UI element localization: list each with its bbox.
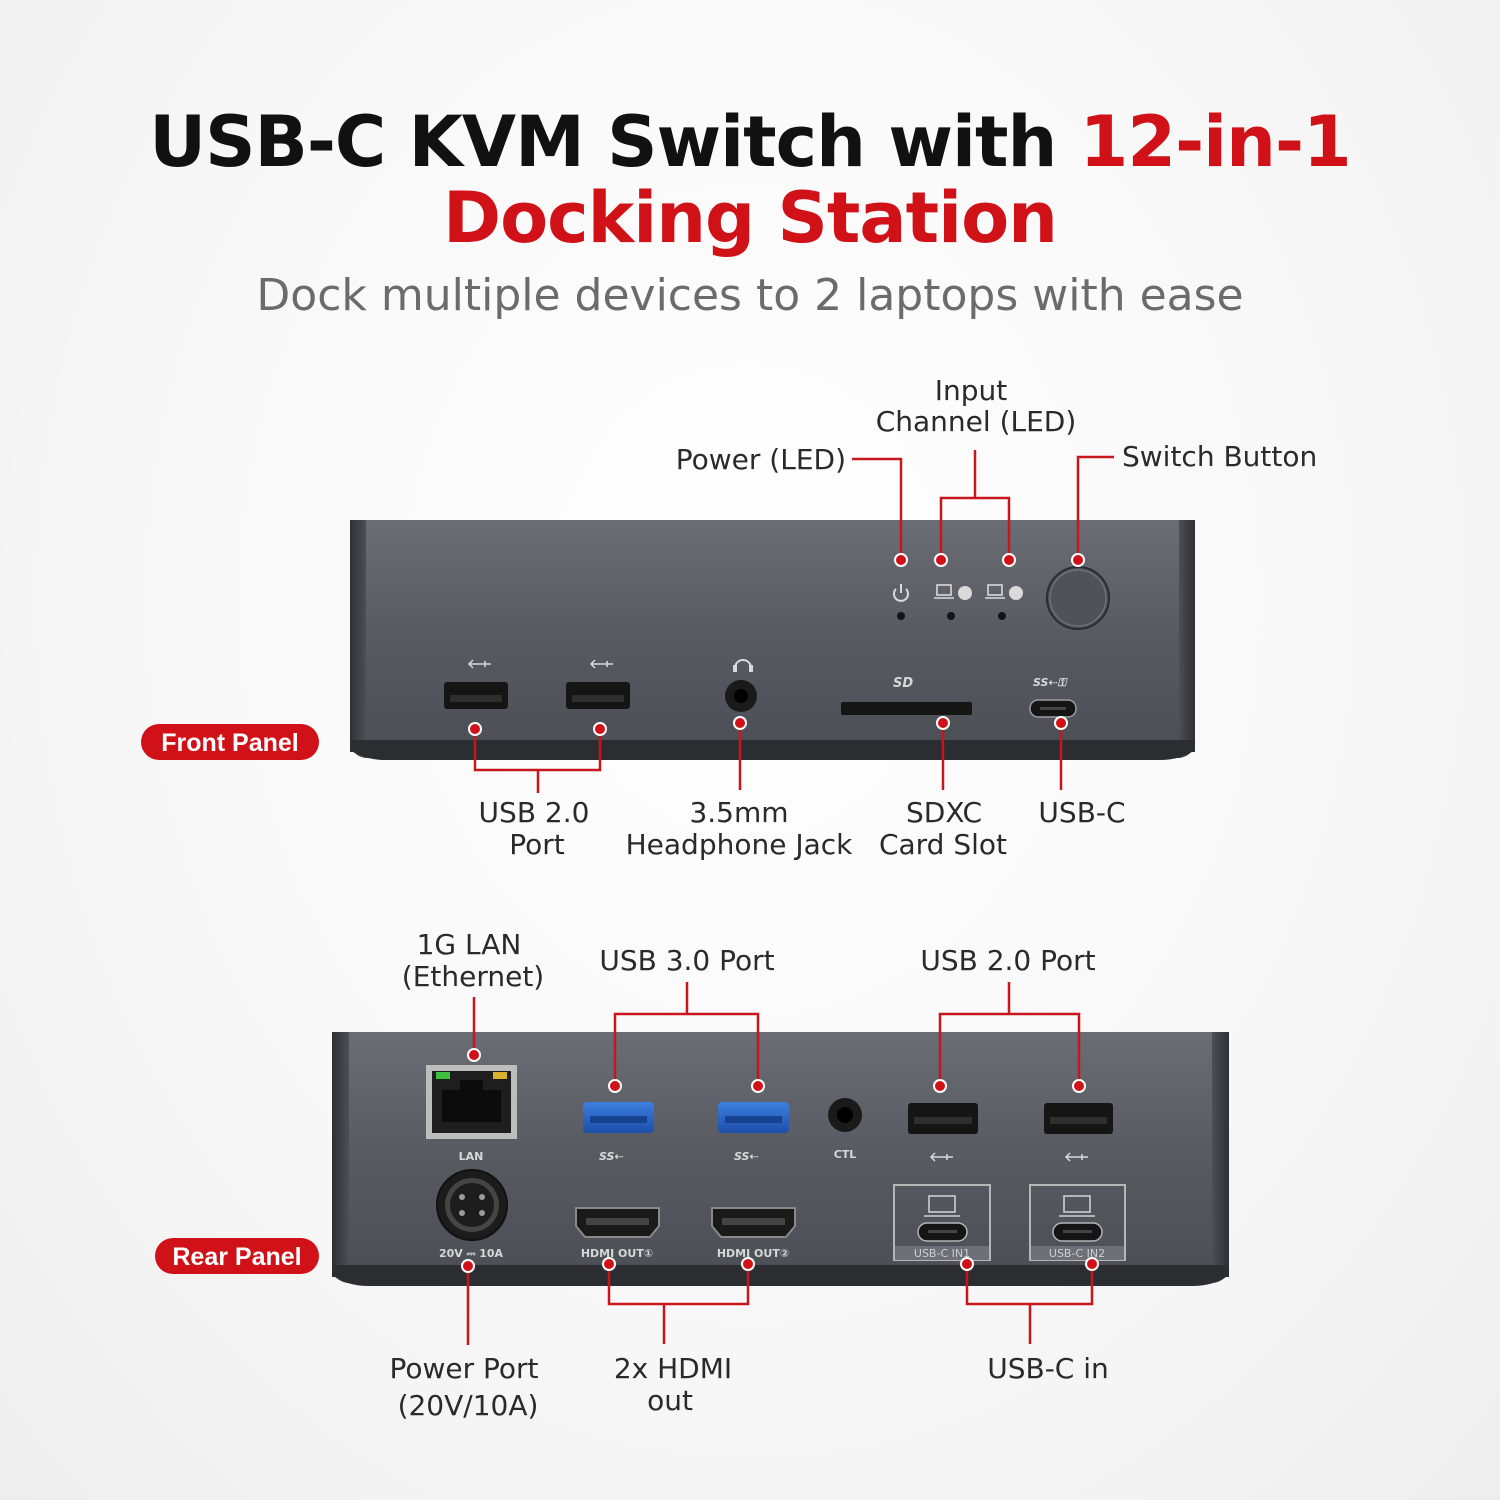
power-led-icon: [893, 584, 909, 620]
rear-leader-lines: [461, 982, 1099, 1345]
ctl-jack[interactable]: CTL: [828, 1098, 862, 1161]
usb3-port-1[interactable]: SS⇠: [583, 1102, 654, 1163]
front-panel-badge-label: Front Panel: [161, 729, 299, 757]
label-usb20-rear: USB 2.0 Port: [920, 944, 1095, 977]
label-lan-1: 1G LAN: [417, 928, 522, 961]
rear-panel-badge-label: Rear Panel: [172, 1243, 301, 1271]
label-switch-button: Switch Button: [1122, 440, 1317, 473]
headphone-jack[interactable]: [725, 659, 757, 712]
channel-1-led-icon: [934, 584, 972, 620]
svg-text:SS⇠: SS⇠: [599, 1150, 624, 1163]
power-printed-label: 20V ⎓ 10A: [439, 1247, 504, 1260]
lan-port[interactable]: LAN: [426, 1065, 517, 1163]
label-usb30: USB 3.0 Port: [599, 944, 774, 977]
label-usbc-front: USB-C: [1038, 796, 1125, 829]
power-port[interactable]: 20V ⎓ 10A: [436, 1169, 508, 1260]
label-usb20-front-1: USB 2.0: [479, 796, 590, 829]
usbc-in1-printed-label: USB-C IN1: [914, 1247, 970, 1260]
label-input-channel-2: Channel (LED): [876, 405, 1077, 438]
switch-button[interactable]: [1046, 566, 1110, 630]
label-sdxc-2: Card Slot: [879, 828, 1007, 861]
page-title: USB-C KVM Switch with 12-in-1 Docking St…: [0, 104, 1500, 256]
sd-card-slot[interactable]: SD: [841, 676, 972, 715]
title-line-2: Docking Station: [442, 177, 1058, 259]
usbc-port-front[interactable]: SS⇠⚿: [1029, 676, 1077, 718]
usbc-in2-printed-label: USB-C IN2: [1049, 1247, 1105, 1260]
channel-2-led-icon: [985, 584, 1023, 620]
svg-text:SD: SD: [893, 676, 913, 691]
label-lan-2: (Ethernet): [402, 960, 544, 993]
rear-panel-badge: Rear Panel: [155, 1238, 319, 1274]
title-red: 12-in-1: [1079, 101, 1352, 183]
front-leader-lines: [468, 450, 1114, 793]
front-panel-device: [350, 520, 1195, 760]
usb2-port-front-1[interactable]: [444, 659, 508, 709]
usb2-port-front-2[interactable]: [566, 659, 630, 709]
label-power-1: Power Port: [389, 1352, 538, 1385]
title-black: USB-C KVM Switch with: [149, 101, 1057, 183]
title-line-1: USB-C KVM Switch with 12-in-1: [0, 104, 1500, 180]
svg-text:SS⇠⚿: SS⇠⚿: [1033, 676, 1069, 689]
hdmi-port-1[interactable]: HDMI OUT①: [575, 1207, 660, 1260]
label-usbc-in: USB-C in: [987, 1352, 1109, 1385]
svg-text:SS⇠: SS⇠: [734, 1150, 759, 1163]
hdmi2-printed-label: HDMI OUT②: [717, 1247, 789, 1260]
label-headphone-1: 3.5mm: [689, 796, 788, 829]
hdmi1-printed-label: HDMI OUT①: [581, 1247, 653, 1260]
front-panel-badge: Front Panel: [141, 724, 319, 760]
hdmi-port-2[interactable]: HDMI OUT②: [711, 1207, 796, 1260]
usbc-in-port-1[interactable]: USB-C IN1: [893, 1184, 991, 1261]
usb3-port-2[interactable]: SS⇠: [718, 1102, 789, 1163]
usbc-in-port-2[interactable]: USB-C IN2: [1029, 1184, 1126, 1261]
ctl-printed-label: CTL: [834, 1148, 857, 1161]
label-hdmi-1: 2x HDMI: [614, 1352, 732, 1385]
label-headphone-2: Headphone Jack: [626, 828, 854, 861]
label-hdmi-2: out: [647, 1384, 693, 1417]
rear-panel-device: [332, 1032, 1229, 1286]
label-input-channel-1: Input: [935, 374, 1008, 407]
label-power-led: Power (LED): [676, 443, 846, 476]
label-power-2: (20V/10A): [398, 1389, 539, 1422]
lan-printed-label: LAN: [459, 1150, 484, 1163]
usb2-port-rear-1[interactable]: [908, 1103, 978, 1162]
subtitle: Dock multiple devices to 2 laptops with …: [256, 270, 1244, 321]
label-sdxc-1: SDXC: [906, 796, 982, 829]
usb2-port-rear-2[interactable]: [1044, 1103, 1113, 1162]
label-usb20-front-2: Port: [509, 828, 565, 861]
